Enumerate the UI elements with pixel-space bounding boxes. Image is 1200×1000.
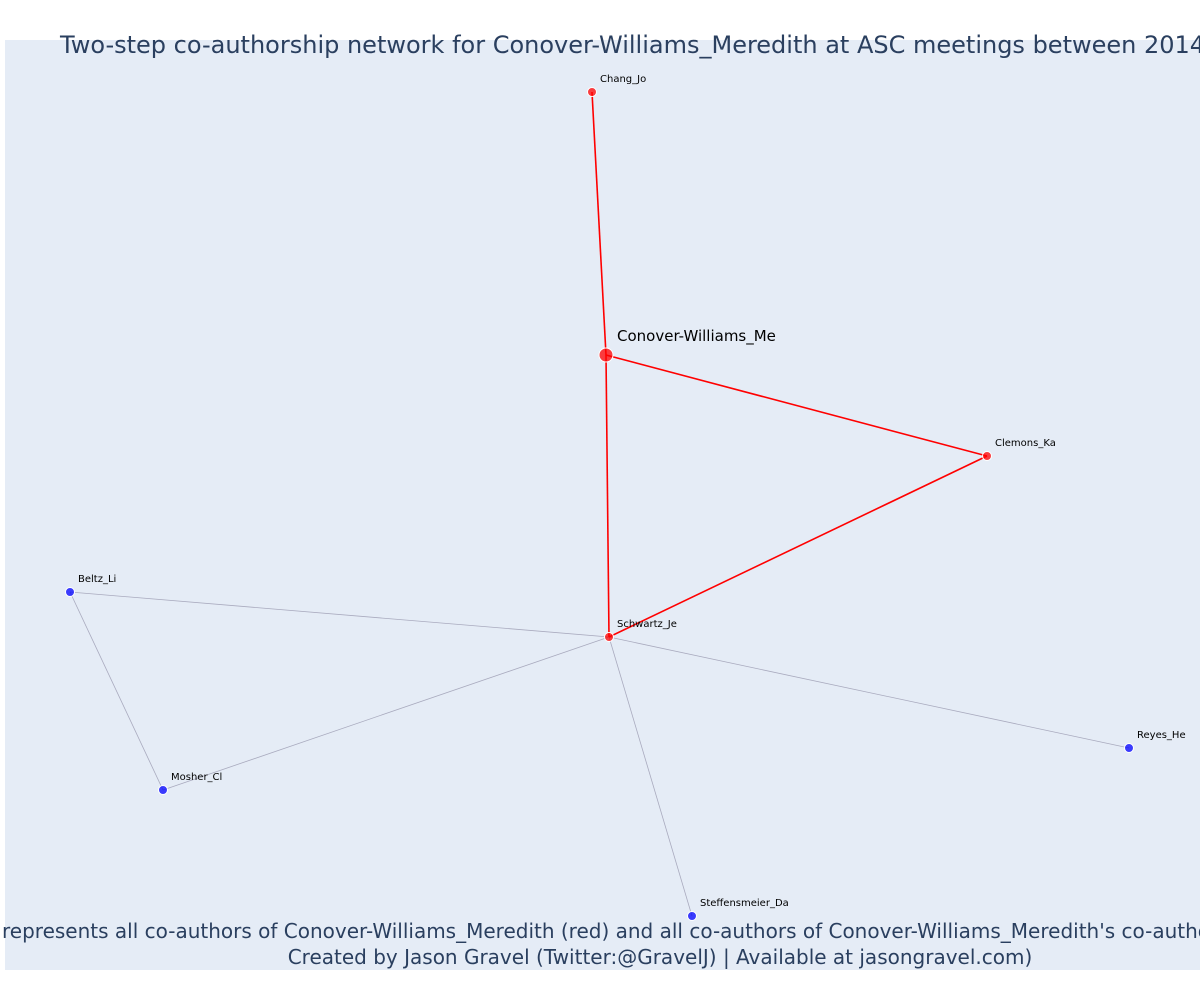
node-label-Beltz_Li: Beltz_Li — [78, 574, 116, 585]
caption-line-1: Network represents all co-authors of Con… — [0, 919, 1200, 943]
node-Beltz_Li[interactable] — [65, 587, 75, 597]
edge-Conover-Williams_Me-Clemons_Ka — [605, 354, 988, 457]
edge-Beltz_Li-Mosher_Cl — [69, 591, 164, 791]
node-Reyes_He[interactable] — [1124, 743, 1134, 753]
edge-Schwartz_Je-Mosher_Cl — [162, 636, 610, 791]
node-label-Conover-Williams_Me: Conover-Williams_Me — [617, 327, 776, 346]
node-Mosher_Cl[interactable] — [158, 785, 168, 795]
edge-Conover-Williams_Me-Chang_Jo — [591, 91, 607, 356]
caption-line-2: Created by Jason Gravel (Twitter:@Gravel… — [288, 945, 1033, 969]
plot-background — [5, 40, 1200, 970]
nodes-layer — [65, 87, 1134, 921]
edge-Schwartz_Je-Steffensmeier_Da — [608, 636, 693, 917]
edges-layer — [69, 91, 1130, 917]
node-Steffensmeier_Da[interactable] — [687, 911, 697, 921]
node-label-Reyes_He: Reyes_He — [1137, 730, 1186, 741]
node-label-Schwartz_Je: Schwartz_Je — [617, 619, 677, 630]
edge-Conover-Williams_Me-Schwartz_Je — [605, 354, 610, 638]
node-Chang_Jo[interactable] — [587, 87, 597, 97]
node-label-Clemons_Ka: Clemons_Ka — [995, 438, 1056, 449]
node-label-Chang_Jo: Chang_Jo — [600, 74, 646, 85]
figure-title: Two-step co-authorship network for Conov… — [59, 31, 1200, 59]
node-Conover-Williams_Me[interactable] — [598, 347, 614, 363]
node-Clemons_Ka[interactable] — [982, 451, 992, 461]
node-label-Steffensmeier_Da: Steffensmeier_Da — [700, 898, 789, 909]
labels-layer: Conover-Williams_Me Chang_JoClemons_KaSch… — [78, 74, 1186, 909]
node-Schwartz_Je[interactable] — [604, 632, 614, 642]
edge-Schwartz_Je-Beltz_Li — [69, 591, 610, 638]
edge-Schwartz_Je-Reyes_He — [608, 636, 1130, 749]
edge-Clemons_Ka-Schwartz_Je — [608, 455, 988, 638]
node-label-Mosher_Cl: Mosher_Cl — [171, 772, 222, 783]
